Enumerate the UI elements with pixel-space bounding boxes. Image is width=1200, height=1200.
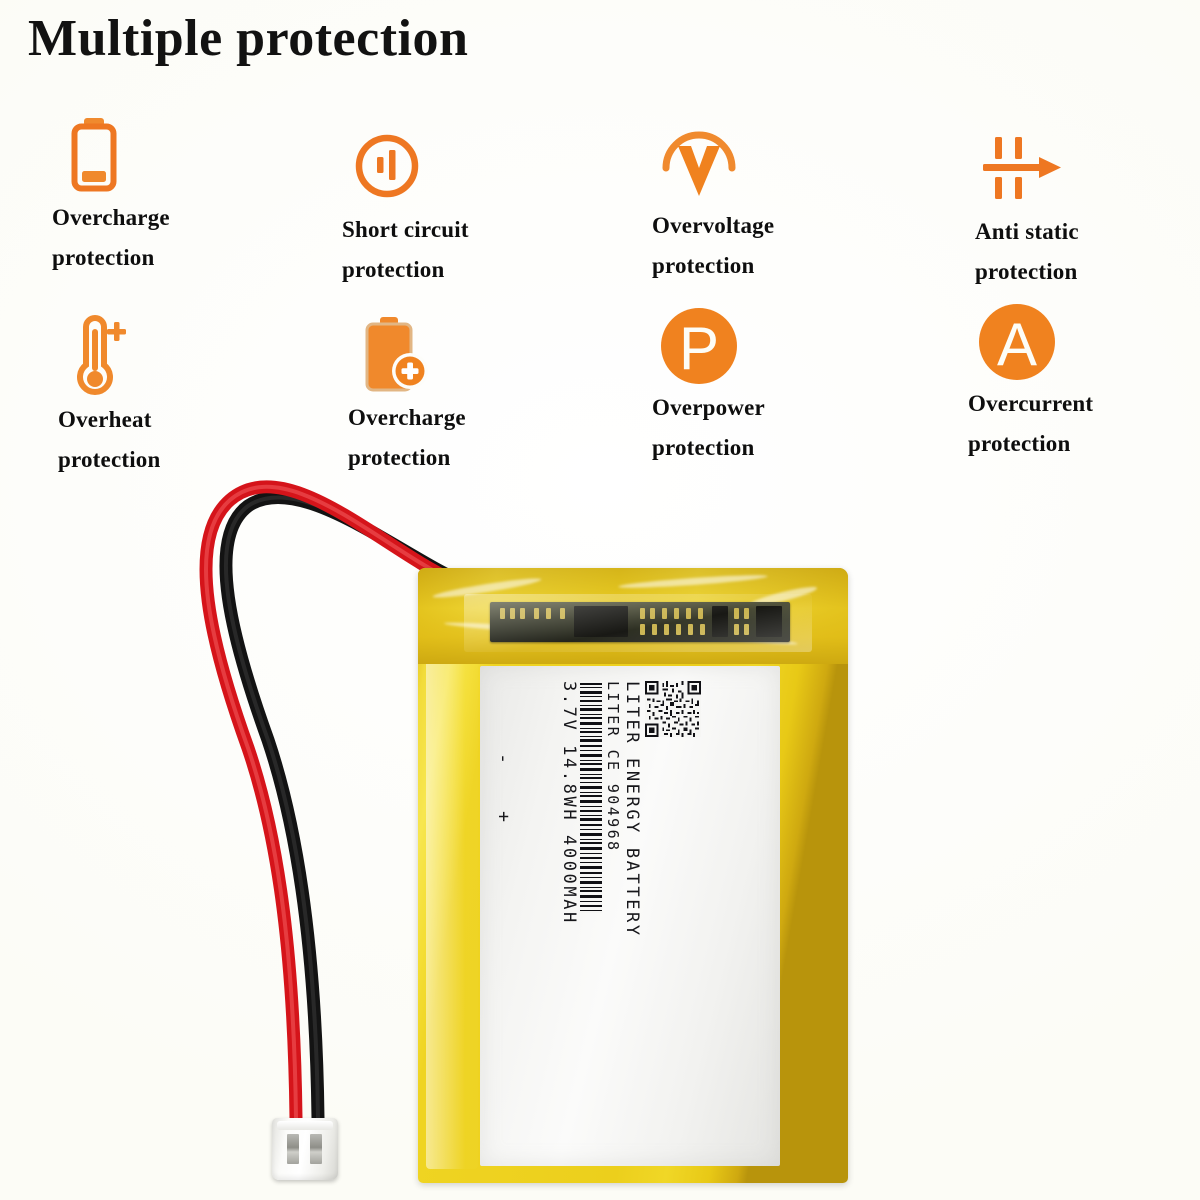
feature-overcharge-plus-protection: Overcharge protection <box>348 314 598 477</box>
feature-label: Overvoltage protection <box>652 213 775 278</box>
battery-label: LITER ENERGY BATTERY LITER CE 904968 <box>480 666 780 1166</box>
jst-connector <box>272 1118 338 1180</box>
connector-pin-negative <box>310 1134 322 1164</box>
battery-pouch-foil <box>418 568 848 1183</box>
short-circuit-circle-icon <box>342 126 592 210</box>
connector-housing <box>272 1118 338 1180</box>
feature-label: Short circuit protection <box>342 217 469 282</box>
terminal-negative-marker: - <box>492 753 514 764</box>
feature-overvoltage-protection: Overvoltage protection <box>652 122 902 285</box>
feature-short-circuit-protection: Short circuit protection <box>342 126 592 289</box>
overcurrent-letter: A <box>997 311 1037 378</box>
feature-overheat-protection: Overheat protection <box>58 315 308 479</box>
thermometer-plus-icon <box>58 315 308 400</box>
overpower-letter: P <box>679 315 719 382</box>
battery-outline-icon <box>52 114 302 198</box>
battery-model-line: LITER CE 904968 <box>603 681 622 853</box>
feature-label: Overcharge protection <box>52 205 170 270</box>
connector-pin-positive <box>287 1134 299 1164</box>
feature-overcharge-protection: Overcharge protection <box>52 114 302 277</box>
feature-anti-static-protection: Anti static protection <box>975 128 1200 291</box>
battery-tape-sheen <box>464 594 812 652</box>
letter-a-circle-icon: A <box>968 300 1200 384</box>
feature-label: Overheat protection <box>58 407 161 472</box>
feature-overcurrent-protection: A Overcurrent protection <box>968 300 1200 463</box>
feature-overpower-protection: P Overpower protection <box>652 304 902 467</box>
barcode-icon <box>580 681 603 913</box>
feature-label: Overpower protection <box>652 395 765 460</box>
voltage-v-arc-icon <box>652 122 902 206</box>
battery-brand-line: LITER ENERGY BATTERY <box>621 681 642 938</box>
feature-label: Anti static protection <box>975 219 1079 284</box>
connector-notch <box>277 1121 333 1130</box>
battery-top-seal <box>418 568 848 664</box>
battery-label-print: LITER ENERGY BATTERY LITER CE 904968 <box>559 681 701 1151</box>
battery-label-text: LITER ENERGY BATTERY LITER CE 904968 <box>559 681 642 938</box>
battery-plus-icon <box>348 314 598 398</box>
qr-code-icon <box>644 681 701 737</box>
anti-static-arrow-icon <box>975 128 1200 212</box>
terminal-positive-marker: + <box>492 811 514 822</box>
protection-feature-grid: Overcharge protection Short circuit prot… <box>0 108 1200 518</box>
protection-circuit-board <box>490 602 790 642</box>
letter-p-circle-icon: P <box>652 304 902 388</box>
feature-label: Overcharge protection <box>348 405 466 470</box>
battery-spec-line: 3.7V 14.8WH 4000MAH <box>559 681 580 925</box>
page-title: Multiple protection <box>28 10 469 67</box>
feature-label: Overcurrent protection <box>968 391 1094 456</box>
lipo-battery-cell: LITER ENERGY BATTERY LITER CE 904968 <box>418 568 848 1183</box>
